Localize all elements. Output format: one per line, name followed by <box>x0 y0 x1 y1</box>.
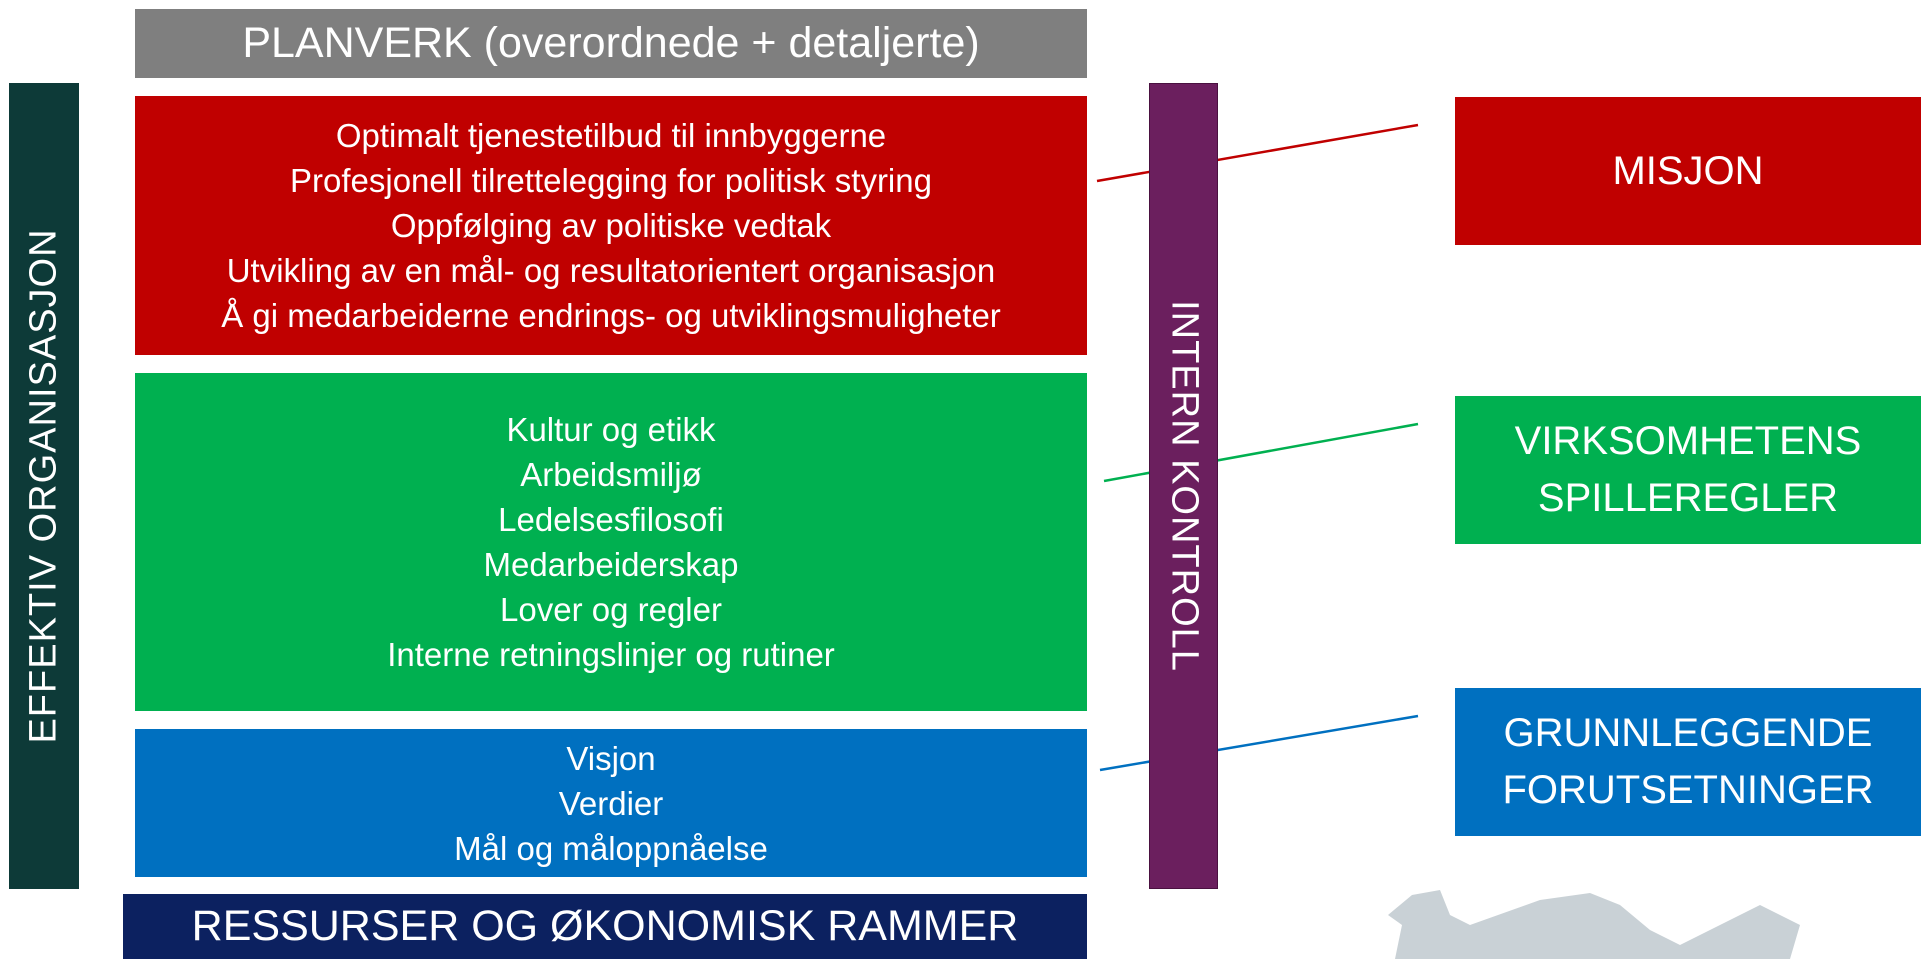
green-line: Arbeidsmiljø <box>520 456 702 493</box>
intern-kontroll-bar: INTERN KONTROLL <box>1149 83 1218 889</box>
green-content-box: Kultur og etikk Arbeidsmiljø Ledelsesfil… <box>135 373 1087 711</box>
red-line: Profesjonell tilrettelegging for politis… <box>290 162 932 199</box>
spilleregler-label-text: VIRKSOMHETENS <box>1514 419 1862 463</box>
effektiv-organisasjon-bar: EFFEKTIV ORGANISASJON <box>9 83 79 889</box>
red-line: Oppfølging av politiske vedtak <box>390 207 832 244</box>
ressurser-banner-text: RESSURSER OG ØKONOMISK RAMMER <box>191 902 1019 950</box>
forutsetninger-label-text: FORUTSETNINGER <box>1502 768 1874 812</box>
red-line: Optimalt tjenestetilbud til innbyggerne <box>335 117 887 154</box>
green-line: Kultur og etikk <box>506 411 716 448</box>
green-line: Interne retningslinjer og rutiner <box>387 636 835 673</box>
blue-line: Visjon <box>566 739 656 777</box>
spilleregler-label: VIRKSOMHETENS SPILLEREGLER <box>1455 396 1921 544</box>
planverk-banner-text: PLANVERK (overordnede + detaljerte) <box>242 19 980 67</box>
forutsetninger-connector <box>1099 714 1419 772</box>
misjon-label-text: MISJON <box>1612 148 1764 193</box>
effektiv-organisasjon-text: EFFEKTIV ORGANISASJON <box>22 228 65 744</box>
misjon-label: MISJON <box>1455 97 1921 245</box>
blue-line: Mål og måloppnåelse <box>454 829 768 867</box>
red-line: Utvikling av en mål- og resultatorienter… <box>226 252 996 289</box>
misjon-connector <box>1096 123 1419 183</box>
intern-kontroll-text: INTERN KONTROLL <box>1163 300 1205 672</box>
red-content-box: Optimalt tjenestetilbud til innbyggerne … <box>135 96 1087 355</box>
ressurser-banner: RESSURSER OG ØKONOMISK RAMMER <box>123 894 1087 959</box>
blue-content-box: Visjon Verdier Mål og måloppnåelse <box>135 729 1087 877</box>
planverk-banner: PLANVERK (overordnede + detaljerte) <box>135 9 1087 78</box>
forutsetninger-label-text: GRUNNLEGGENDE <box>1503 711 1873 755</box>
green-line: Ledelsesfilosofi <box>498 501 724 538</box>
spilleregler-label-text: SPILLEREGLER <box>1537 476 1839 520</box>
forutsetninger-label: GRUNNLEGGENDE FORUTSETNINGER <box>1455 688 1921 836</box>
decorative-shape <box>1388 890 1800 959</box>
blue-line: Verdier <box>558 784 664 822</box>
green-line: Medarbeiderskap <box>483 546 739 583</box>
red-line: Å gi medarbeiderne endrings- og utviklin… <box>221 297 1001 334</box>
green-line: Lover og regler <box>500 591 722 628</box>
